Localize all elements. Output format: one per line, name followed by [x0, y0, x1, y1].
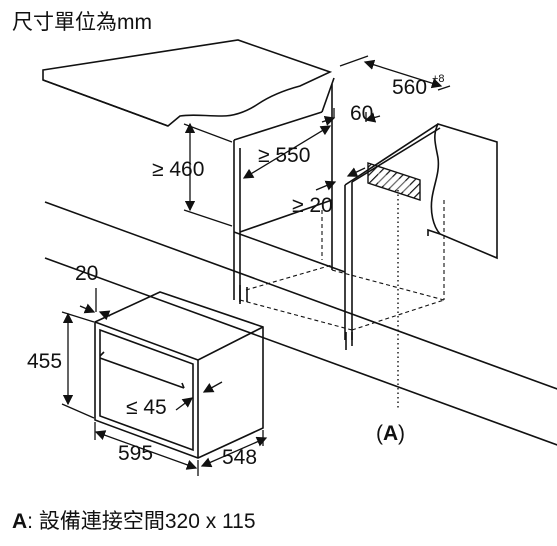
appliance-width-label: 595	[118, 442, 153, 465]
marker-a: ( A )	[376, 422, 405, 445]
legend-text: : 設備連接空間320 x 115	[27, 510, 256, 533]
connection-space	[367, 162, 421, 201]
worktop-right	[427, 123, 498, 260]
appliance-depth-label: 548	[222, 446, 257, 469]
legend-key: A	[12, 510, 28, 533]
appliance	[94, 291, 264, 459]
floor-lines	[44, 201, 557, 446]
appliance-panel-label: 20	[75, 262, 98, 285]
svg-text:(: (	[376, 422, 383, 445]
depth-min-label: 560	[392, 76, 427, 99]
cabinet-niche	[233, 77, 445, 350]
side-gap-label: ≥ 20	[292, 194, 333, 217]
svg-text:): )	[398, 422, 405, 445]
handle-gap-label: ≤ 45	[126, 396, 167, 419]
width-min-label: ≥ 550	[258, 144, 310, 167]
worktop-left	[42, 39, 333, 127]
height-min-label: ≥ 460	[152, 158, 204, 181]
rear-gap-label: 60	[350, 102, 373, 125]
marker-a-letter: A	[383, 422, 398, 445]
depth-tolerance-label: +8	[432, 73, 445, 85]
legend-caption: A: 設備連接空間320 x 115	[12, 505, 256, 535]
units-title: 尺寸單位為mm	[12, 11, 152, 34]
appliance-height-label: 455	[27, 350, 62, 373]
dimension-lines	[61, 55, 451, 476]
